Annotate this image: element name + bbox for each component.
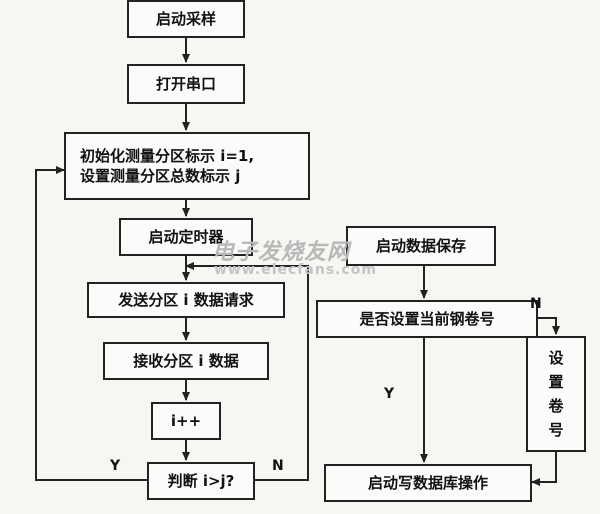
check-no-label: N <box>530 296 542 312</box>
init-line-2: 设置测量分区总数标示 j <box>80 167 241 185</box>
check-yes-label: Y <box>384 386 395 402</box>
increment-box: i++ <box>151 402 221 440</box>
set-coil-char-2: 置 <box>548 373 564 391</box>
watermark-url: www.elecfans.com <box>214 262 377 278</box>
loop-yes-to-init <box>35 166 150 481</box>
loop-no-to-send <box>185 262 309 481</box>
judge-no-label: N <box>272 458 284 474</box>
start-save-box: 启动数据保存 <box>346 226 496 266</box>
set-coil-box: 设 置 卷 号 <box>526 336 586 452</box>
set-coil-char-3: 卷 <box>548 397 564 415</box>
check-coil-box: 是否设置当前钢卷号 <box>316 300 538 338</box>
watermark-cn: 电子发烧友网 <box>212 240 351 265</box>
set-coil-char-4: 号 <box>548 421 564 439</box>
judge-yes-label: Y <box>110 458 121 474</box>
send-request-box: 发送分区 i 数据请求 <box>87 282 285 318</box>
open-serial-box: 打开串口 <box>127 64 245 104</box>
judge-box: 判断 i>j? <box>147 462 255 500</box>
set-coil-char-1: 设 <box>548 349 564 367</box>
init-line-1: 初始化测量分区标示 i=1, <box>80 146 255 165</box>
write-db-box: 启动写数据库操作 <box>324 464 532 502</box>
arrow-check-to-set <box>538 317 560 335</box>
start-timer-box: 启动定时器 <box>119 218 253 256</box>
start-sampling-box: 启动采样 <box>127 0 245 38</box>
receive-data-box: 接收分区 i 数据 <box>103 342 269 380</box>
arrow-set-to-write <box>531 452 557 486</box>
init-partition-box: 初始化测量分区标示 i=1, 设置测量分区总数标示 j <box>64 132 310 200</box>
